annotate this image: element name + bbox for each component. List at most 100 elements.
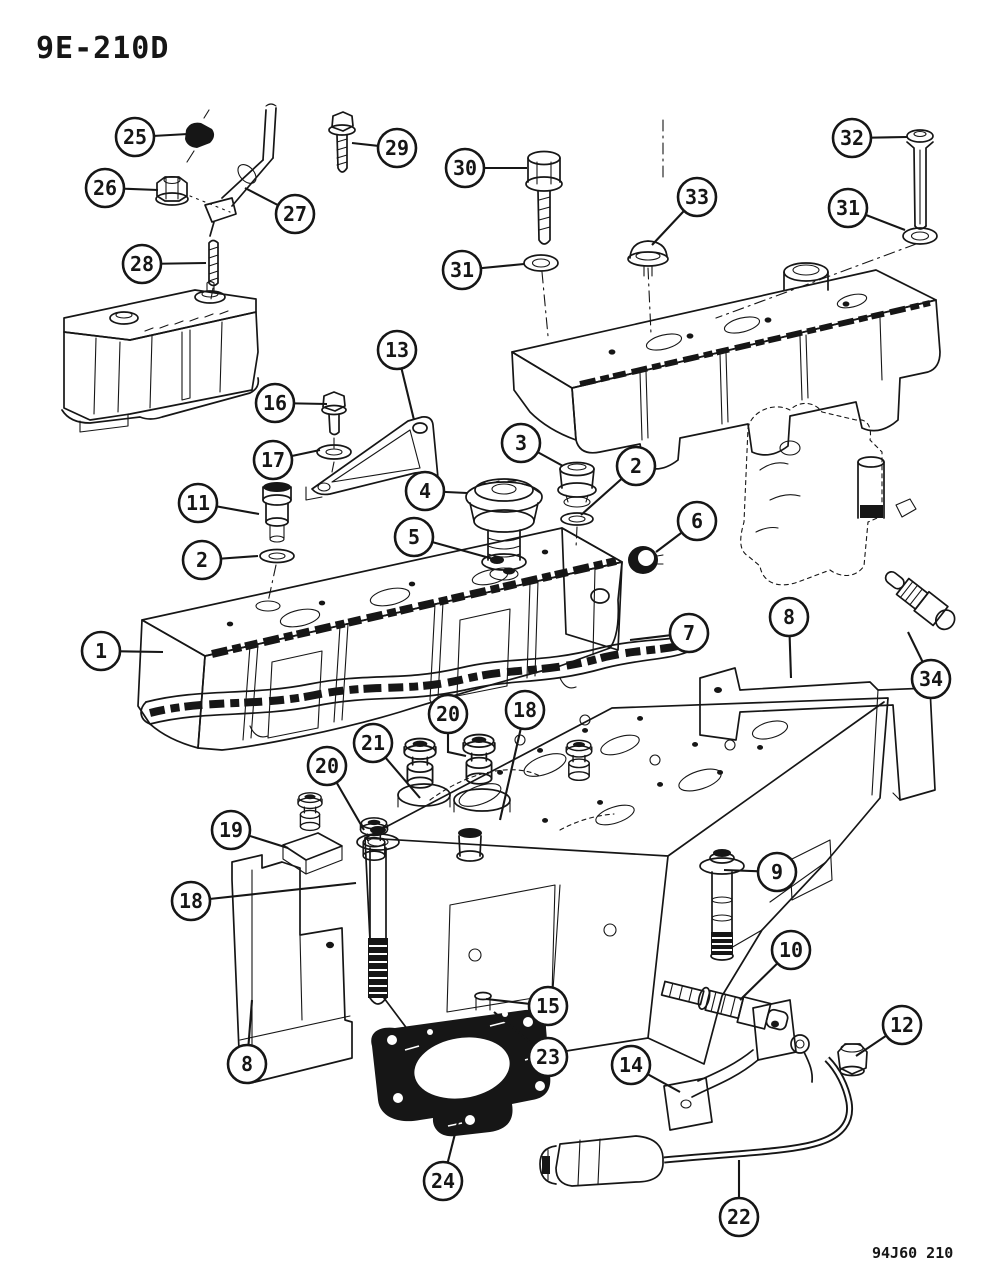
callout-9[interactable]: 9 [723, 851, 798, 893]
part-25-retaining-clip [185, 109, 215, 163]
callout-31[interactable]: 31 [441, 249, 525, 291]
callout-20[interactable]: 20 [306, 745, 365, 831]
callout-circle[interactable] [177, 482, 219, 524]
callout-circle[interactable] [352, 722, 394, 764]
callout-circle[interactable] [676, 500, 718, 542]
callout-33[interactable]: 33 [651, 176, 718, 246]
callout-2[interactable]: 2 [181, 539, 259, 581]
callout-circle[interactable] [181, 539, 223, 581]
callout-28[interactable]: 28 [121, 243, 207, 285]
callout-13[interactable]: 13 [376, 329, 418, 421]
leader-line [190, 881, 357, 903]
callout-circle[interactable] [610, 1044, 652, 1086]
callout-circle[interactable] [393, 516, 435, 558]
callout-circle[interactable] [768, 596, 810, 638]
callout-2[interactable]: 2 [580, 445, 657, 516]
callout-14[interactable]: 14 [610, 1044, 681, 1093]
callout-circle[interactable] [376, 127, 418, 169]
callout-circle[interactable] [527, 1036, 569, 1078]
callout-24[interactable]: 24 [422, 1121, 464, 1202]
callout-circle[interactable] [427, 693, 469, 735]
callout-circle[interactable] [500, 422, 542, 464]
callout-10[interactable]: 10 [739, 929, 812, 1001]
callout-1[interactable]: 1 [80, 630, 164, 672]
callout-8[interactable]: 8 [768, 596, 810, 679]
callout-number: 17 [261, 448, 285, 472]
callout-7[interactable]: 7 [629, 612, 710, 654]
callout-number: 6 [691, 509, 703, 533]
callout-circle[interactable] [444, 147, 486, 189]
callout-circle[interactable] [376, 329, 418, 371]
callout-circle[interactable] [756, 851, 798, 893]
callout-circle[interactable] [274, 193, 316, 235]
callout-number: 18 [179, 889, 203, 913]
callout-number: 23 [536, 1045, 560, 1069]
callout-circle[interactable] [114, 116, 156, 158]
callout-circle[interactable] [254, 382, 296, 424]
callout-circle[interactable] [80, 630, 122, 672]
callout-19[interactable]: 19 [210, 809, 289, 851]
callout-circle[interactable] [84, 167, 126, 209]
callout-circle[interactable] [404, 470, 446, 512]
callout-5[interactable]: 5 [393, 516, 498, 562]
callout-18[interactable]: 18 [170, 880, 357, 922]
callout-number: 12 [890, 1013, 914, 1037]
callout-circle[interactable] [676, 176, 718, 218]
callout-11[interactable]: 11 [177, 482, 260, 524]
callout-circle[interactable] [441, 249, 483, 291]
callout-6[interactable]: 6 [655, 500, 718, 553]
callout-circle[interactable] [615, 445, 657, 487]
callout-22[interactable]: 22 [718, 1160, 760, 1238]
callout-number: 24 [431, 1169, 455, 1193]
callout-29[interactable]: 29 [351, 127, 418, 169]
callout-31[interactable]: 31 [827, 187, 906, 231]
callout-circle[interactable] [718, 1196, 760, 1238]
callout-number: 8 [241, 1052, 253, 1076]
callout-circle[interactable] [226, 1043, 268, 1085]
callout-circle[interactable] [770, 929, 812, 971]
callout-15[interactable]: 15 [485, 985, 569, 1027]
callout-3[interactable]: 3 [500, 422, 564, 467]
callout-circle[interactable] [252, 439, 294, 481]
callout-23[interactable]: 23 [493, 1011, 569, 1078]
callout-circle[interactable] [527, 985, 569, 1027]
callout-number: 20 [436, 702, 460, 726]
callout-number: 29 [385, 136, 409, 160]
callout-circle[interactable] [827, 187, 869, 229]
callout-circle[interactable] [422, 1160, 464, 1202]
callout-17[interactable]: 17 [252, 439, 321, 481]
callout-circle[interactable] [170, 880, 212, 922]
callout-25[interactable]: 25 [114, 116, 189, 158]
callout-12[interactable]: 12 [855, 1004, 923, 1057]
callout-circle[interactable] [121, 243, 163, 285]
callout-34[interactable]: 34 [907, 631, 952, 700]
part-27-vent-tube [189, 103, 277, 237]
callout-16[interactable]: 16 [254, 382, 328, 424]
right-valve-cover [511, 262, 941, 470]
callout-18[interactable]: 18 [498, 689, 546, 821]
callout-27[interactable]: 27 [244, 187, 316, 235]
part-2-seal-washer-right [560, 512, 594, 549]
part-24-head-gasket [371, 1009, 551, 1137]
callout-number: 5 [408, 525, 420, 549]
callout-26[interactable]: 26 [84, 167, 159, 209]
callout-21[interactable]: 21 [352, 722, 421, 799]
callout-circle[interactable] [831, 117, 873, 159]
callout-number: 26 [93, 176, 117, 200]
callout-20[interactable]: 20 [427, 693, 469, 758]
callout-circle[interactable] [306, 745, 348, 787]
callout-circle[interactable] [668, 612, 710, 654]
callout-circle[interactable] [910, 658, 952, 700]
callout-circle[interactable] [504, 689, 546, 731]
callout-number: 28 [130, 252, 154, 276]
callout-8[interactable]: 8 [226, 999, 268, 1085]
part-16-hex-bolt [321, 391, 347, 449]
callout-number: 21 [361, 731, 385, 755]
callout-circle[interactable] [881, 1004, 923, 1046]
callout-circle[interactable] [210, 809, 252, 851]
callout-4[interactable]: 4 [404, 470, 468, 512]
callout-30[interactable]: 30 [444, 147, 527, 189]
part-9-tube [699, 849, 745, 961]
callout-32[interactable]: 32 [831, 117, 908, 159]
callout-number: 16 [263, 391, 287, 415]
